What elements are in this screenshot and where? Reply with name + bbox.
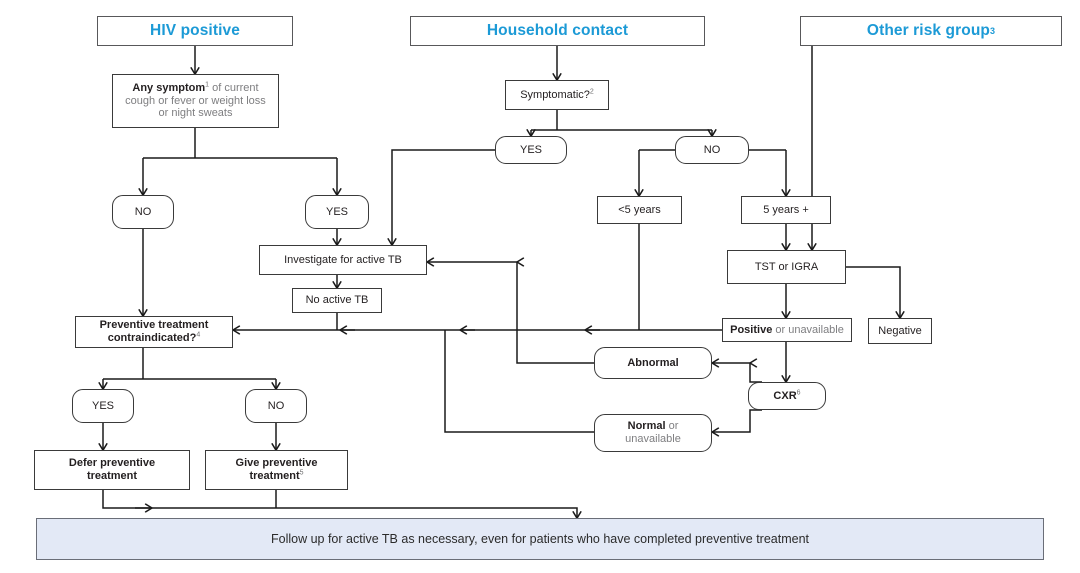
node-any-symptom-strong: Any symptom: [132, 81, 206, 94]
header-other-risk-group-label: Other risk group: [866, 21, 990, 39]
node-any-symptom-line3: or night sweats: [158, 107, 233, 120]
node-tst-or-igra[interactable]: TST or IGRA: [727, 250, 846, 284]
footnote-marker-4: 4: [196, 331, 201, 339]
node-defer-line2: treatment: [86, 470, 138, 482]
header-household-contact-label: Household contact: [486, 21, 629, 39]
node-normal-line2: unavailable: [625, 433, 681, 445]
header-hiv-positive-label: HIV positive: [150, 21, 240, 39]
node-follow-up-label: Follow up for active TB as necessary, ev…: [270, 531, 809, 546]
node-any-symptom-line2: cough or fever or weight loss: [125, 94, 266, 107]
node-contraindicated-line1: Preventive treatment: [99, 319, 209, 332]
node-give-preventive-treatment[interactable]: Give preventive treatment5: [205, 450, 348, 490]
node-follow-up-banner[interactable]: Follow up for active TB as necessary, ev…: [36, 518, 1044, 560]
node-investigate-active-tb-label: Investigate for active TB: [284, 253, 402, 266]
node-any-symptom[interactable]: Any symptom1 of current cough or fever o…: [112, 74, 279, 128]
node-household-no-label: NO: [703, 143, 721, 156]
node-cxr[interactable]: CXR6: [748, 382, 826, 410]
node-household-yes[interactable]: YES: [495, 136, 567, 164]
node-under-5-years-label: <5 years: [618, 203, 661, 216]
node-5-years-plus[interactable]: 5 years +: [741, 196, 831, 224]
footnote-marker-6: 6: [796, 388, 801, 396]
node-symptomatic[interactable]: Symptomatic?2: [505, 80, 609, 110]
footnote-marker-1: 1: [205, 80, 210, 88]
node-household-yes-label: YES: [519, 143, 542, 156]
node-pt-yes[interactable]: YES: [72, 389, 134, 423]
node-hiv-yes[interactable]: YES: [305, 195, 369, 229]
node-give-line1: Give preventive: [235, 457, 318, 470]
node-abnormal-label: Abnormal: [627, 356, 679, 369]
node-preventive-treatment-contraindicated[interactable]: Preventive treatment contraindicated?4: [75, 316, 233, 348]
node-5-years-plus-label: 5 years +: [763, 203, 809, 216]
node-abnormal[interactable]: Abnormal: [594, 347, 712, 379]
node-hiv-no-label: NO: [134, 205, 152, 218]
node-defer-line1: Defer preventive: [68, 457, 156, 470]
footnote-marker-5: 5: [299, 469, 304, 477]
node-pt-no[interactable]: NO: [245, 389, 307, 423]
node-positive-strong: Positive: [730, 323, 773, 336]
node-pt-yes-label: YES: [91, 399, 114, 412]
node-contraindicated-line2: contraindicated?: [107, 332, 197, 344]
node-normal-or-unavailable[interactable]: Normal or unavailable: [594, 414, 712, 452]
node-investigate-active-tb[interactable]: Investigate for active TB: [259, 245, 427, 275]
node-positive-or-unavailable[interactable]: Positive or unavailable: [722, 318, 852, 342]
node-normal-rest: or: [665, 420, 679, 433]
header-household-contact[interactable]: Household contact: [410, 16, 705, 46]
node-symptomatic-label: Symptomatic?: [520, 88, 590, 101]
node-hiv-yes-label: YES: [325, 205, 348, 218]
node-no-active-tb[interactable]: No active TB: [292, 288, 382, 313]
node-defer-preventive-treatment[interactable]: Defer preventive treatment: [34, 450, 190, 490]
node-cxr-label: CXR: [773, 389, 797, 402]
node-pt-no-label: NO: [267, 399, 285, 412]
node-negative[interactable]: Negative: [868, 318, 932, 344]
header-hiv-positive[interactable]: HIV positive: [97, 16, 293, 46]
node-household-no[interactable]: NO: [675, 136, 749, 164]
node-hiv-no[interactable]: NO: [112, 195, 174, 229]
node-any-symptom-line1-rest: of current: [209, 81, 259, 94]
node-normal-strong: Normal: [627, 420, 666, 433]
footnote-marker-2: 2: [589, 87, 594, 95]
node-negative-label: Negative: [878, 324, 922, 337]
node-tst-or-igra-label: TST or IGRA: [754, 260, 819, 273]
node-positive-rest: or unavailable: [772, 323, 844, 336]
node-no-active-tb-label: No active TB: [305, 294, 369, 307]
node-give-line2: treatment: [249, 470, 300, 482]
node-under-5-years[interactable]: <5 years: [597, 196, 682, 224]
